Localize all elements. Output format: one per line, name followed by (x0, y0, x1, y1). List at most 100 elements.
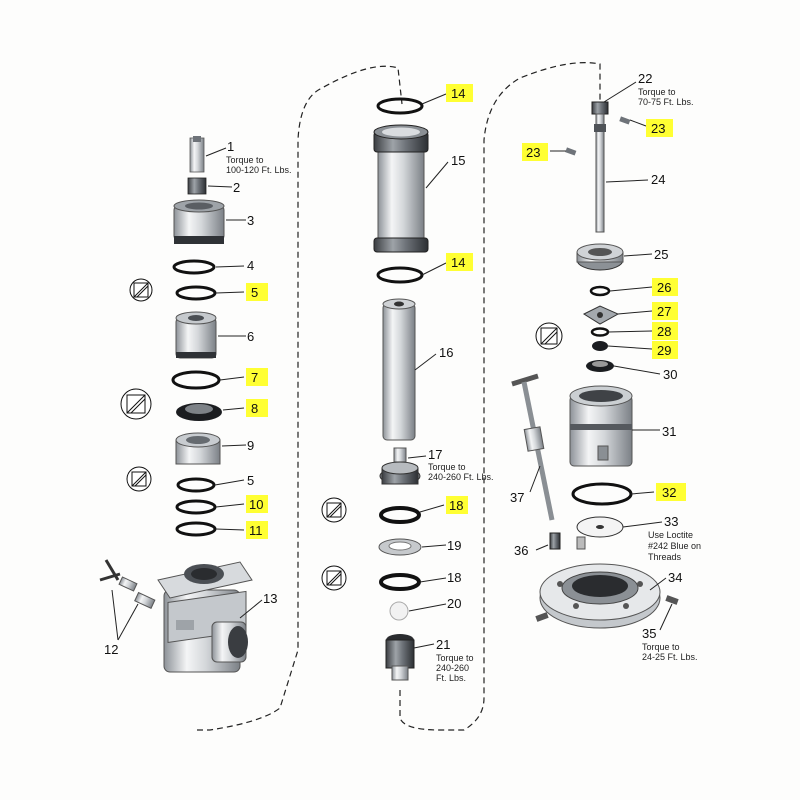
callout-22: 22 (638, 71, 652, 86)
callout-17: 17 (428, 447, 442, 462)
part-14b-oring (376, 266, 424, 284)
callout-36: 36 (514, 543, 528, 558)
note-17-line2: 240-260 Ft. Lbs. (428, 472, 494, 482)
seal-kit-icon (129, 278, 153, 302)
note-21-line2: 240-260 (436, 663, 469, 673)
part-9-bushing (175, 432, 221, 465)
dashed-path-left (197, 65, 403, 731)
callout-labels: 1 2 3 4 5 6 7 8 9 5 10 11 12 13 14 15 14… (104, 71, 682, 657)
part-12-fittings (99, 559, 156, 609)
callout-18b: 18 (447, 570, 461, 585)
part-33-washer (576, 516, 624, 538)
part-11-oring (175, 521, 217, 537)
part-6-piston (175, 311, 217, 359)
part-19-washer (378, 538, 422, 556)
part-36-fitting (549, 532, 586, 550)
callout-35: 35 (642, 626, 656, 641)
callout-27: 27 (657, 304, 671, 319)
part-37-handle (511, 373, 555, 521)
callout-26: 26 (657, 280, 671, 295)
callout-1: 1 (227, 139, 234, 154)
note-35-line2: 24-25 Ft. Lbs. (642, 652, 698, 662)
part-31-housing (569, 385, 633, 467)
note-21-line1: Torque to (436, 653, 474, 663)
note-1-line1: Torque to (226, 155, 264, 165)
note-22-line1: Torque to (638, 87, 676, 97)
part-14a-oring (376, 97, 424, 115)
part-1-bolt (189, 136, 205, 173)
leader-lines-right (529, 81, 673, 631)
part-8-seal (176, 403, 222, 421)
part-30-cap (586, 360, 614, 372)
seal-kit-icon (126, 466, 152, 492)
callout-12: 12 (104, 642, 118, 657)
note-21-line3: Ft. Lbs. (436, 673, 466, 683)
part-18a-seal (379, 506, 421, 524)
part-32-oring (571, 482, 633, 506)
part-5-oring (175, 285, 217, 301)
callout-37: 37 (510, 490, 524, 505)
assembly-path-lines (197, 62, 601, 731)
callout-19: 19 (447, 538, 461, 553)
callout-5: 5 (251, 285, 258, 300)
part-13-housing (157, 561, 253, 673)
part-10-oring (175, 499, 217, 515)
part-29-seal (592, 341, 608, 351)
callout-29: 29 (657, 343, 671, 358)
callout-23a: 23 (651, 121, 665, 136)
part-25-bearing (576, 243, 624, 271)
note-1-line2: 100-120 Ft. Lbs. (226, 165, 292, 175)
dashed-path-center-bottom (399, 62, 601, 731)
seal-kit-icon (120, 388, 152, 420)
callout-23b: 23 (526, 145, 540, 160)
callout-31: 31 (662, 424, 676, 439)
callout-7: 7 (251, 370, 258, 385)
callout-15: 15 (451, 153, 465, 168)
note-33-line2: #242 Blue on (648, 541, 701, 551)
callout-20: 20 (447, 596, 461, 611)
callout-24: 24 (651, 172, 665, 187)
part-2-nut (187, 177, 207, 195)
callout-16: 16 (439, 345, 453, 360)
part-17-valve (379, 447, 421, 485)
callout-33: 33 (664, 514, 678, 529)
part-24-shaft (594, 113, 606, 233)
note-33-line3: Threads (648, 552, 682, 562)
callout-5b: 5 (247, 473, 254, 488)
callout-8: 8 (251, 401, 258, 416)
part-34-flange (539, 563, 661, 629)
seal-kit-icon (321, 497, 347, 523)
seal-kit-icon (321, 565, 347, 591)
part-27-plate (582, 305, 620, 325)
leader-lines-left (111, 147, 263, 641)
part-7-oring (171, 370, 221, 390)
leader-lines-center (407, 93, 449, 649)
callout-14b: 14 (451, 255, 465, 270)
callout-30: 30 (663, 367, 677, 382)
part-26-ring (589, 285, 611, 297)
callout-11: 11 (249, 523, 263, 538)
callout-18a: 18 (449, 498, 463, 513)
part-15-cylinder (373, 124, 429, 253)
callout-14a: 14 (451, 86, 465, 101)
callout-10: 10 (249, 497, 263, 512)
note-35-line1: Torque to (642, 642, 680, 652)
highlight-boxes (246, 84, 686, 539)
callout-6: 6 (247, 329, 254, 344)
note-33-line1: Use Loctite (648, 530, 693, 540)
part-21-seat (385, 634, 415, 681)
part-3-gland (173, 199, 225, 244)
callout-32: 32 (662, 485, 676, 500)
part-20-ball (389, 601, 409, 621)
callout-9: 9 (247, 438, 254, 453)
part-18b-seal (379, 573, 421, 591)
callout-21: 21 (436, 637, 450, 652)
part-16-rod (382, 298, 416, 441)
note-17-line1: Torque to (428, 462, 466, 472)
part-23-pins (565, 116, 631, 156)
note-22-line2: 70-75 Ft. Lbs. (638, 97, 694, 107)
part-28-ring (590, 327, 610, 337)
callout-2: 2 (233, 180, 240, 195)
part-5b-oring (176, 477, 216, 493)
